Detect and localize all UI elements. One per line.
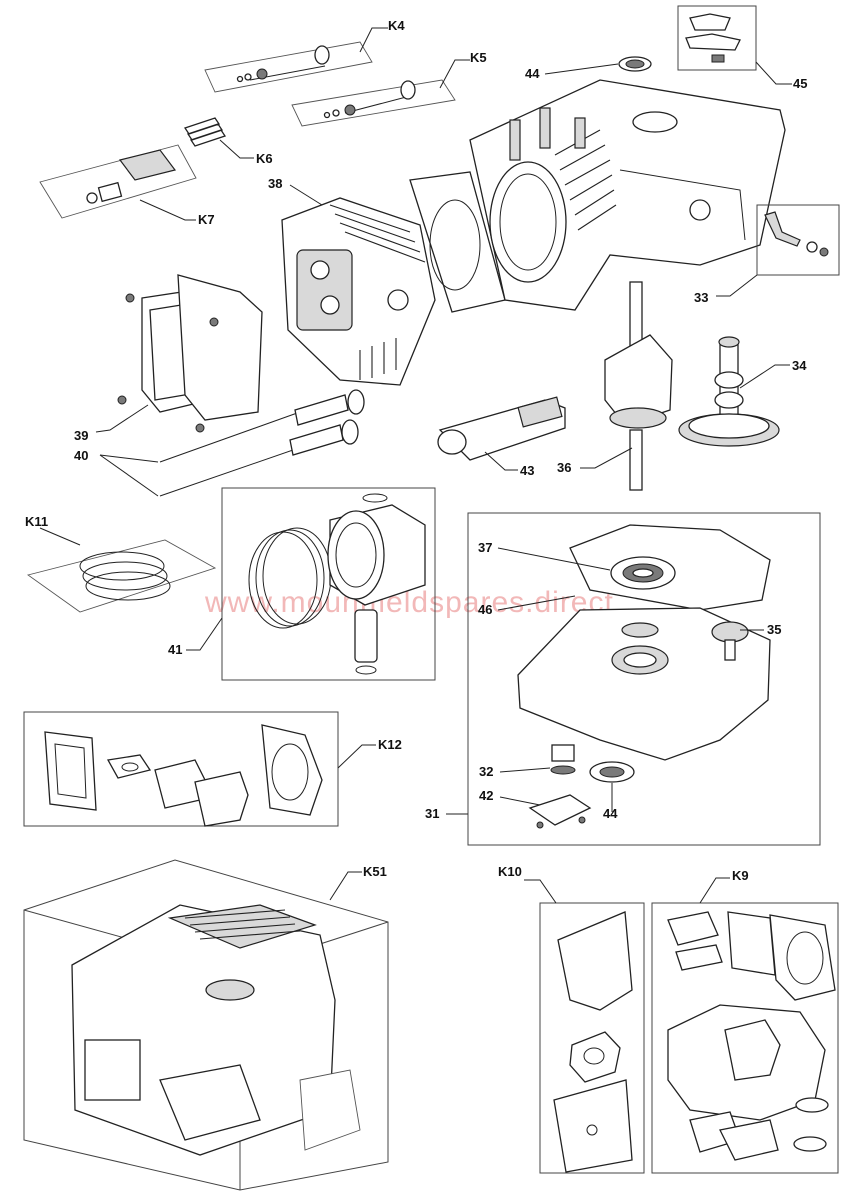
valve-spring-k6 — [183, 117, 227, 147]
oil-seal-44-top — [618, 56, 652, 72]
callout-40: 40 — [74, 448, 159, 497]
callout-45: 45 — [755, 61, 807, 91]
callout-34: 34 — [739, 358, 807, 389]
callout-36: 36 — [557, 447, 633, 475]
callout-39: 39 — [74, 404, 149, 443]
svg-text:31: 31 — [425, 806, 439, 821]
svg-text:K9: K9 — [732, 868, 749, 883]
crankshaft-36 — [604, 281, 673, 491]
piston-ring-kit-k11 — [26, 539, 217, 613]
svg-text:K6: K6 — [256, 151, 273, 166]
callout-41: 41 — [168, 617, 223, 657]
callout-35: 35 — [740, 622, 781, 637]
svg-text:K5: K5 — [470, 50, 487, 65]
svg-text:41: 41 — [168, 642, 182, 657]
carb-gasket-kit-k10 — [539, 902, 645, 1174]
svg-text:45: 45 — [793, 76, 807, 91]
callout-k12: K12 — [337, 737, 402, 769]
callout-k9: K9 — [699, 868, 749, 904]
svg-text:44: 44 — [603, 806, 618, 821]
crankcase-block — [469, 79, 786, 311]
callout-43: 43 — [484, 451, 534, 478]
callout-42: 42 — [479, 788, 541, 806]
svg-text:35: 35 — [767, 622, 781, 637]
svg-text:32: 32 — [479, 764, 493, 779]
svg-text:K11: K11 — [25, 514, 48, 529]
callout-31: 31 — [425, 806, 468, 821]
callout-k10: K10 — [498, 864, 557, 904]
watermark-text: www.mountfieldspares.direct — [204, 586, 614, 619]
callout-38: 38 — [268, 176, 323, 206]
connecting-rod-43 — [437, 396, 566, 461]
callout-k7: K7 — [139, 199, 215, 227]
tappet-kit-k7 — [39, 144, 197, 219]
callout-46: 46 — [478, 595, 576, 617]
breather-kit-45 — [677, 5, 757, 71]
gasket-set-k9 — [651, 902, 839, 1174]
svg-text:43: 43 — [520, 463, 534, 478]
svg-text:44: 44 — [525, 66, 540, 81]
svg-text:34: 34 — [792, 358, 807, 373]
callout-k51: K51 — [329, 864, 387, 901]
svg-text:K7: K7 — [198, 212, 215, 227]
push-rods-40 — [159, 389, 365, 497]
callout-33: 33 — [694, 274, 758, 305]
svg-text:38: 38 — [268, 176, 282, 191]
svg-text:K4: K4 — [388, 18, 405, 33]
short-block-k51 — [23, 859, 389, 1191]
piston-kit-41 — [221, 487, 436, 681]
callout-k5: K5 — [439, 50, 487, 89]
svg-text:40: 40 — [74, 448, 88, 463]
gasket-kit-k12 — [23, 711, 339, 827]
callout-37: 37 — [478, 540, 611, 571]
svg-text:39: 39 — [74, 428, 88, 443]
governor-kit-33 — [756, 204, 840, 276]
rocker-cover-39 — [117, 274, 263, 433]
callout-44-bottom: 44 — [603, 783, 618, 821]
svg-text:33: 33 — [694, 290, 708, 305]
callout-k4: K4 — [359, 18, 405, 53]
callout-44-top: 44 — [525, 63, 619, 81]
svg-text:K12: K12 — [378, 737, 402, 752]
svg-text:46: 46 — [478, 602, 492, 617]
sump-assembly-31 — [467, 512, 821, 846]
svg-text:K10: K10 — [498, 864, 522, 879]
callout-k6: K6 — [219, 139, 273, 166]
camshaft-34 — [678, 336, 780, 447]
valve-kit-k4 — [204, 41, 373, 93]
svg-text:36: 36 — [557, 460, 571, 475]
callout-32: 32 — [479, 764, 551, 779]
cylinder-head-38 — [281, 197, 436, 386]
callout-k11: K11 — [25, 514, 81, 546]
svg-text:37: 37 — [478, 540, 492, 555]
valve-kit-k5 — [291, 79, 456, 127]
svg-text:K51: K51 — [363, 864, 387, 879]
svg-text:42: 42 — [479, 788, 493, 803]
